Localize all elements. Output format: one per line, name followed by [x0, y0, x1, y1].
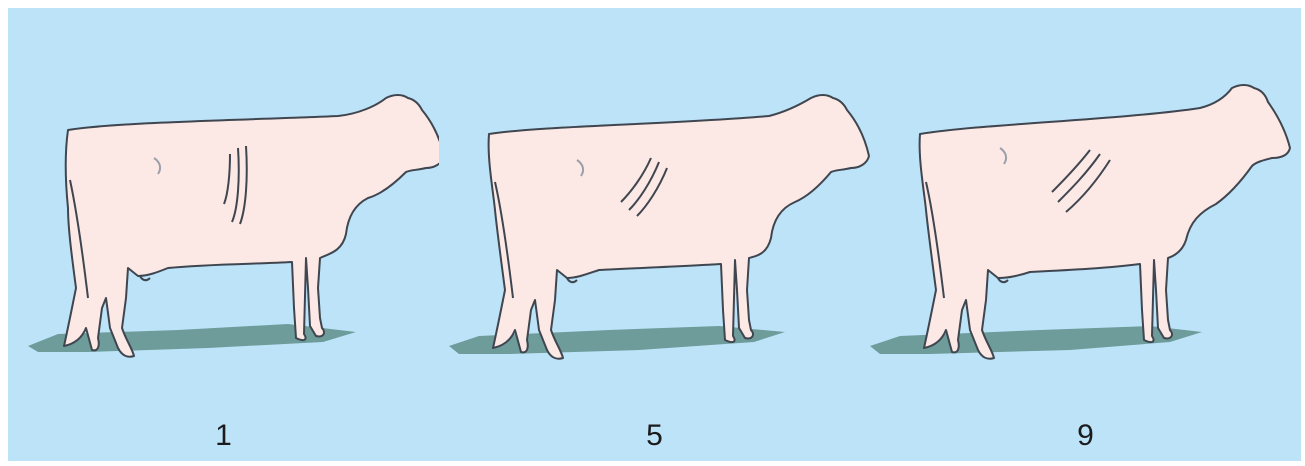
diagram-panel: 1 5 9 — [8, 8, 1301, 461]
cow-label-5: 5 — [439, 420, 870, 452]
cow-silhouette-icon — [870, 8, 1301, 418]
cow-label-9: 9 — [870, 420, 1301, 452]
cow-figure-1: 1 — [8, 8, 439, 461]
cow-figure-5: 5 — [439, 8, 870, 461]
cow-silhouette-icon — [439, 8, 870, 418]
cow-figure-9: 9 — [870, 8, 1301, 461]
cow-silhouette-icon — [8, 8, 439, 418]
cow-label-1: 1 — [8, 420, 439, 452]
